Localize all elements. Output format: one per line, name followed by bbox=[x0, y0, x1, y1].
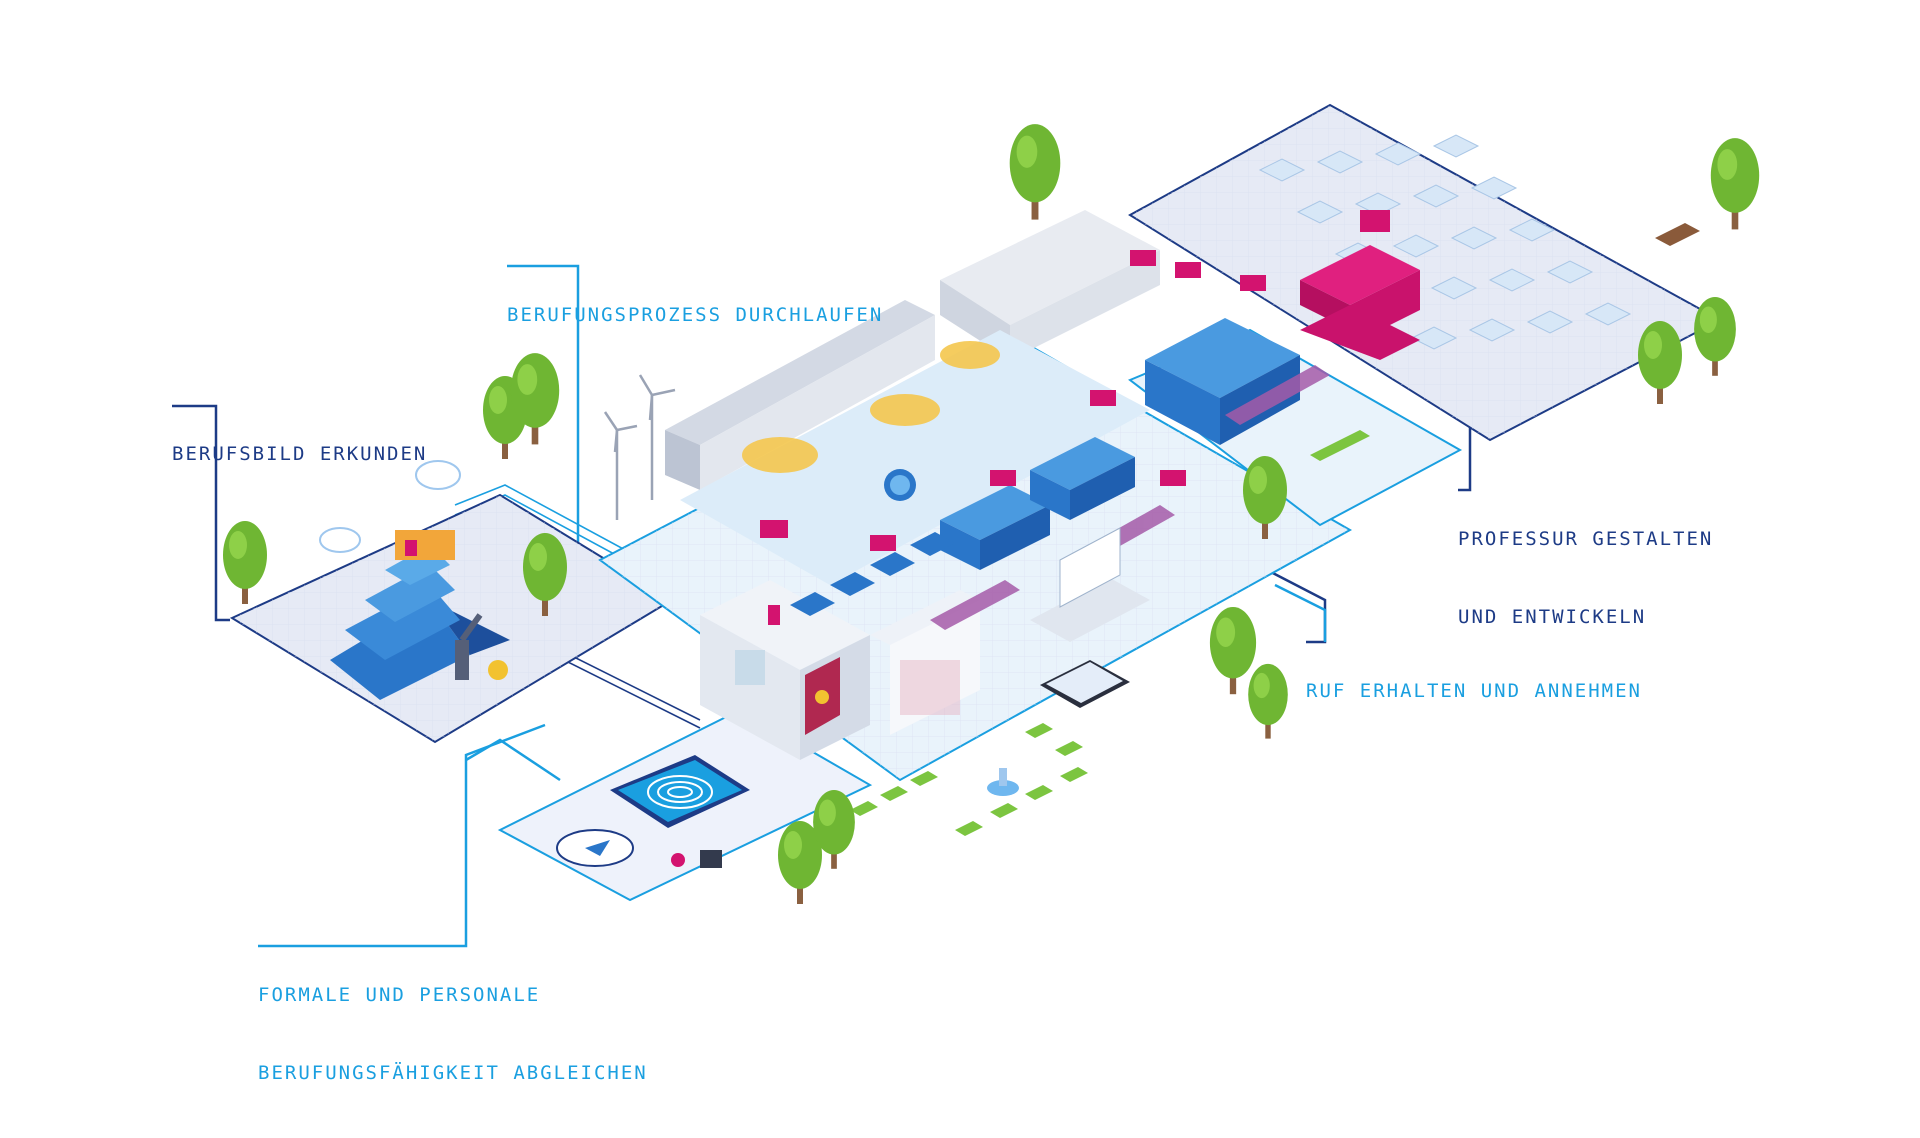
section-label-ruf-text: RUF ERHALTEN UND ANNEHMEN bbox=[1306, 680, 1642, 702]
main-building bbox=[665, 210, 1420, 760]
cloud-icon bbox=[319, 460, 461, 553]
connector-formale-2 bbox=[465, 738, 561, 782]
tree-icon bbox=[510, 353, 560, 445]
workspace-tile bbox=[1546, 260, 1594, 284]
tree-icon bbox=[1248, 663, 1288, 739]
tree-icon bbox=[778, 821, 822, 904]
fountain bbox=[987, 768, 1019, 796]
workspace-tile bbox=[1470, 176, 1518, 200]
tree-icon bbox=[1009, 124, 1061, 220]
workspace-tile bbox=[1488, 268, 1536, 292]
section-label-professur-line1: PROFESSUR GESTALTEN bbox=[1458, 528, 1714, 550]
workspace-tile bbox=[1296, 200, 1344, 224]
tree-icon bbox=[1243, 456, 1287, 539]
bench bbox=[1655, 223, 1700, 246]
workspace-tile bbox=[1316, 150, 1364, 174]
connector-formale bbox=[258, 723, 546, 948]
tree-icon bbox=[1694, 296, 1736, 376]
trees bbox=[223, 124, 1760, 904]
workspace-tile bbox=[1412, 184, 1460, 208]
workspace-tile bbox=[1432, 134, 1480, 158]
workspace-tile bbox=[1392, 234, 1440, 258]
connector-ruf-2 bbox=[1274, 583, 1327, 642]
workspace-tile bbox=[1410, 326, 1458, 350]
section-label-berufsbild-text: BERUFSBILD ERKUNDEN bbox=[172, 443, 428, 465]
tree-icon bbox=[1710, 138, 1760, 230]
workspace-tile bbox=[1584, 302, 1632, 326]
workspace-tile bbox=[1526, 310, 1574, 334]
fingerprint-scanner bbox=[556, 755, 750, 868]
section-label-formale[interactable]: FORMALE UND PERSONALE BERUFUNGSFÄHIGKEIT… bbox=[258, 930, 648, 1138]
tree-icon bbox=[523, 533, 567, 616]
isometric-scene bbox=[172, 103, 1760, 948]
tree-icon bbox=[1209, 607, 1257, 695]
workspace-tile bbox=[1450, 226, 1498, 250]
section-label-professur[interactable]: PROFESSUR GESTALTEN UND ENTWICKELN bbox=[1458, 474, 1713, 682]
connector-berufsbild bbox=[172, 404, 230, 622]
section-label-formale-line1: FORMALE UND PERSONALE bbox=[258, 984, 541, 1006]
cable-lines bbox=[454, 484, 691, 616]
workspace-tile bbox=[1468, 318, 1516, 342]
workspace-tile bbox=[1508, 218, 1556, 242]
section-label-berufsbild[interactable]: BERUFSBILD ERKUNDEN bbox=[172, 389, 427, 519]
tree-icon bbox=[1638, 321, 1682, 404]
section-label-formale-line2: BERUFUNGSFÄHIGKEIT ABGLEICHEN bbox=[258, 1062, 648, 1084]
section-label-prozess[interactable]: BERUFUNGSPROZESS DURCHLAUFEN bbox=[507, 250, 883, 380]
hedges bbox=[790, 430, 1370, 846]
tree-icon bbox=[223, 521, 267, 604]
wind-turbines bbox=[603, 374, 676, 520]
section-label-professur-line2: UND ENTWICKELN bbox=[1458, 606, 1647, 628]
tree-icon bbox=[813, 789, 855, 869]
workspace-tile bbox=[1374, 142, 1422, 166]
section-label-prozess-text: BERUFUNGSPROZESS DURCHLAUFEN bbox=[507, 304, 884, 326]
workspace-tile bbox=[1258, 158, 1306, 182]
section-label-ruf[interactable]: RUF ERHALTEN UND ANNEHMEN bbox=[1306, 626, 1642, 756]
workspace-tile bbox=[1430, 276, 1478, 300]
pyramid bbox=[330, 530, 510, 700]
map-stage: BERUFSBILD ERKUNDEN BERUFUNGSPROZESS DUR… bbox=[172, 103, 1760, 1084]
